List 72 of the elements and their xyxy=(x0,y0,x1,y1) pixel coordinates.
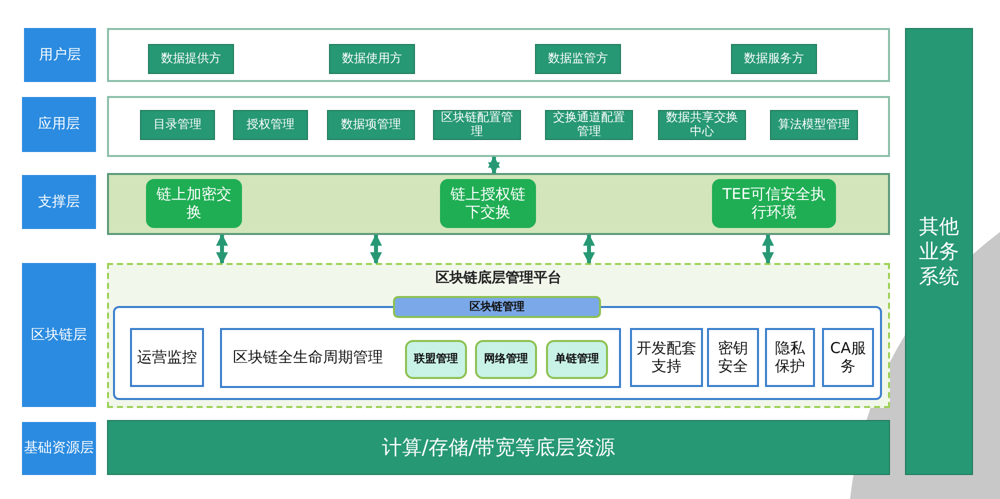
module-box xyxy=(130,328,204,387)
box-label: 隐私保护 xyxy=(774,340,806,375)
module-box xyxy=(658,110,746,140)
layer-panel xyxy=(107,96,890,157)
box-label: 支撑层 xyxy=(38,194,80,210)
box-label: CA服务 xyxy=(829,340,867,375)
box-label: 数据提供方 xyxy=(161,52,221,66)
module-box xyxy=(140,110,215,140)
module-box xyxy=(220,328,621,388)
layer-label xyxy=(22,175,96,229)
module-box xyxy=(731,44,817,74)
layer-label xyxy=(22,263,96,407)
layer-label xyxy=(22,97,96,152)
module-box xyxy=(630,328,703,387)
sub-module-box xyxy=(546,340,608,379)
box-label: 数据项管理 xyxy=(341,118,401,132)
service-box xyxy=(712,179,836,228)
module-box xyxy=(770,110,858,140)
module-box xyxy=(822,328,874,387)
box-label: 运营监控 xyxy=(137,348,197,366)
box-label: 数据监管方 xyxy=(548,52,608,66)
box-label: TEE可信安全执行环境 xyxy=(721,186,827,221)
layer-panel xyxy=(107,173,890,235)
service-box xyxy=(146,179,242,228)
box-label: 算法模型管理 xyxy=(778,118,850,132)
box-label: 基础资源层 xyxy=(24,440,94,457)
box-label: 链上授权链下交换 xyxy=(450,186,526,221)
module-box xyxy=(327,110,415,140)
box-label: 用户层 xyxy=(39,46,81,64)
resource-bar xyxy=(107,420,890,475)
layer-label xyxy=(24,28,96,82)
box-label: 区块链层 xyxy=(31,326,87,344)
double-arrow xyxy=(583,234,595,264)
service-box xyxy=(440,179,536,228)
box-label: 数据共享交换中心 xyxy=(665,111,739,139)
box-label: 计算/存储/带宽等底层资源 xyxy=(382,436,616,459)
box-label: 区块链管理 xyxy=(470,300,524,314)
side-system-bar xyxy=(905,28,973,475)
box-label: 数据服务方 xyxy=(744,52,804,66)
double-arrow xyxy=(370,234,382,264)
box-label: 网络管理 xyxy=(484,353,528,366)
box-label: 单链管理 xyxy=(555,353,599,366)
module-box xyxy=(433,110,521,140)
sub-module-box xyxy=(405,340,467,379)
box-label: 开发配套支持 xyxy=(636,340,698,375)
module-box xyxy=(545,110,633,140)
box-label: 联盟管理 xyxy=(414,353,458,366)
layer-panel xyxy=(107,28,890,82)
box-label: 数据使用方 xyxy=(342,52,402,66)
double-arrow xyxy=(488,156,500,174)
box-label: 其他业务系统 xyxy=(918,214,960,289)
layer-label xyxy=(22,422,96,475)
box-label: 密钥安全 xyxy=(717,340,749,375)
module-box xyxy=(329,44,415,74)
box-label: 区块链配置管理 xyxy=(440,111,514,139)
box-label: 交换通道配置管理 xyxy=(552,111,626,139)
module-box xyxy=(535,44,621,74)
platform-title: 区块链底层管理平台 xyxy=(436,270,562,286)
box-label: 区块链全生命周期管理 xyxy=(233,349,383,367)
box-label: 授权管理 xyxy=(246,118,294,132)
platform-panel xyxy=(107,263,890,408)
sub-module-box xyxy=(475,340,537,379)
module-box xyxy=(707,328,759,387)
double-arrow xyxy=(762,234,774,264)
module-box xyxy=(148,44,234,74)
box-label: 应用层 xyxy=(38,116,80,133)
module-box xyxy=(233,110,308,140)
box-label: 目录管理 xyxy=(154,118,202,132)
double-arrow xyxy=(216,234,228,264)
group-tab xyxy=(393,296,601,318)
module-box xyxy=(765,328,815,387)
box-label: 链上加密交换 xyxy=(156,186,232,221)
